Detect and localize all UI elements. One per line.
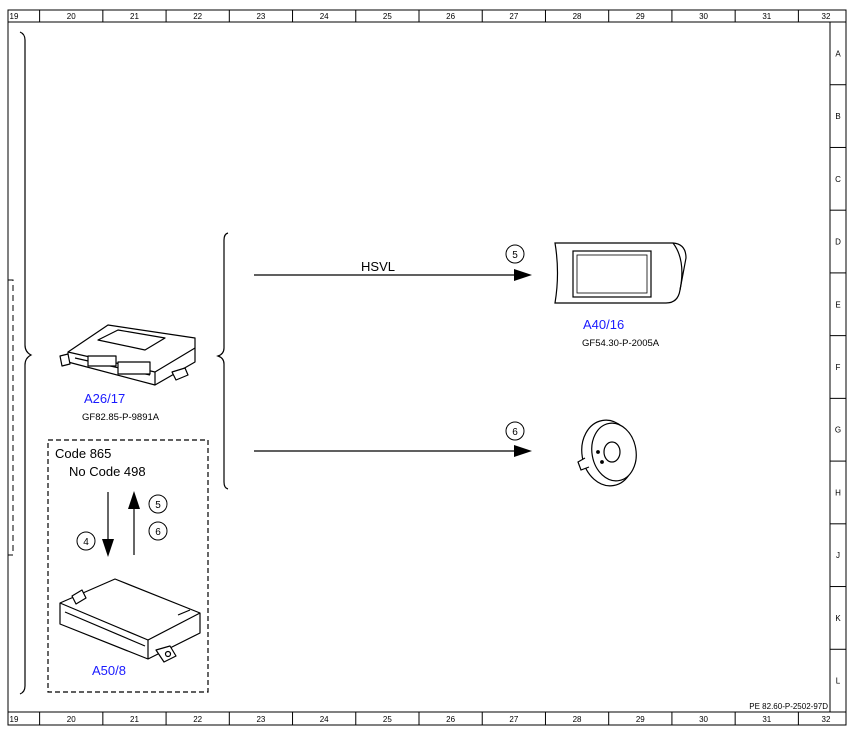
column-label-top: 21: [130, 12, 139, 21]
column-label-top: 30: [699, 12, 708, 21]
column-label-top: 29: [636, 12, 645, 21]
column-label-bottom: 22: [193, 715, 202, 724]
a26-17-label: A26/17: [84, 391, 125, 406]
code-line-2: No Code 498: [69, 464, 146, 479]
marker-bottom: 6: [512, 427, 518, 438]
column-label-top: 19: [10, 12, 19, 21]
column-label-bottom: 20: [67, 715, 76, 724]
row-label: H: [835, 488, 841, 497]
column-label-bottom: 23: [256, 715, 265, 724]
marker-circle-top: [505, 244, 525, 264]
a50-8-label: A50/8: [92, 663, 126, 678]
a26-17-module-drawing: [59, 324, 196, 386]
column-label-top: 32: [822, 12, 831, 21]
a50-8-module-drawing: [59, 578, 201, 663]
code-variant-box: [47, 439, 209, 693]
marker-up-b: 6: [155, 527, 161, 538]
column-label-top: 24: [320, 12, 329, 21]
a26-17-reference: GF82.85-P-9891A: [82, 412, 160, 423]
column-label-bottom: 25: [383, 715, 392, 724]
hsvl-arrowhead: [514, 269, 532, 281]
column-label-top: 25: [383, 12, 392, 21]
signal-bottom-arrowhead: [514, 445, 532, 457]
column-label-bottom: 19: [10, 715, 19, 724]
column-label-top: 23: [256, 12, 265, 21]
bus-brace: [216, 232, 229, 490]
column-label-bottom: 24: [320, 715, 329, 724]
column-label-bottom: 26: [446, 715, 455, 724]
code-line-1: Code 865: [55, 446, 111, 461]
column-label-top: 22: [193, 12, 202, 21]
row-ruler: A B C D E F G H J K L: [830, 49, 846, 686]
column-label-bottom: 27: [509, 715, 518, 724]
column-label-bottom: 31: [762, 715, 771, 724]
marker-circle-down: [76, 531, 96, 551]
a40-16-display-drawing: [554, 242, 687, 304]
column-label-top: 31: [762, 12, 771, 21]
column-label-top: 26: [446, 12, 455, 21]
column-label-bottom: 28: [573, 715, 582, 724]
row-label: F: [836, 363, 841, 372]
row-label: J: [836, 551, 840, 560]
column-ruler: 19 19 20 20 21 21 22 22 23 23 24 24 25 25 26 26 27 27 28 28…: [10, 10, 831, 725]
row-label: E: [835, 300, 840, 309]
row-label: K: [835, 614, 841, 623]
a40-16-reference: GF54.30-P-2005A: [582, 338, 660, 349]
left-dashed-edge: [8, 279, 14, 556]
up-arrowhead: [128, 491, 140, 509]
column-label-bottom: 21: [130, 715, 139, 724]
row-label: B: [835, 112, 840, 121]
marker-down: 4: [83, 537, 89, 548]
row-label: D: [835, 238, 841, 247]
hsvl-label: HSVL: [361, 259, 395, 274]
column-label-top: 20: [67, 12, 76, 21]
sheet-border: [7, 9, 847, 726]
marker-top: 5: [512, 250, 518, 261]
left-boundary-brace: [19, 31, 33, 695]
row-label: C: [835, 175, 841, 184]
marker-circle-up-a: [148, 494, 168, 514]
column-label-top: 28: [573, 12, 582, 21]
document-reference: PE 82.60-P-2502-97D: [749, 702, 828, 711]
column-label-top: 27: [509, 12, 518, 21]
a40-16-label: A40/16: [583, 317, 624, 332]
column-label-bottom: 32: [822, 715, 831, 724]
marker-up-a: 5: [155, 500, 161, 511]
down-arrowhead: [102, 539, 114, 557]
marker-circle-bottom: [505, 421, 525, 441]
row-label: G: [835, 426, 841, 435]
row-label: A: [835, 49, 841, 58]
column-label-bottom: 29: [636, 715, 645, 724]
row-label: L: [836, 677, 841, 686]
column-label-bottom: 30: [699, 715, 708, 724]
marker-circle-up-b: [148, 521, 168, 541]
round-control-drawing: [577, 419, 637, 487]
